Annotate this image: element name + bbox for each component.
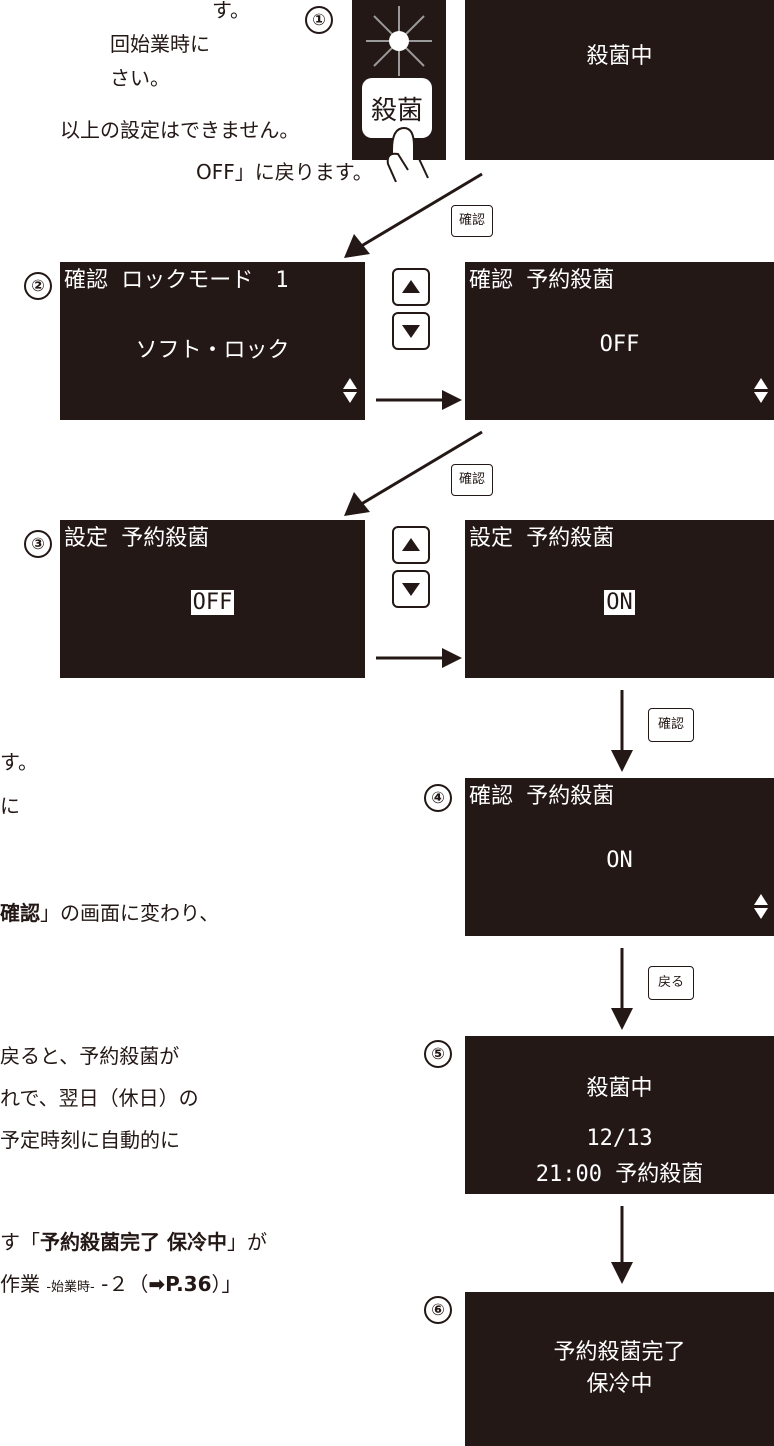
step-number-4: ④ [424,784,452,812]
up-key-1[interactable] [392,268,430,306]
sterilize-button[interactable]: 殺菌 [362,78,432,138]
lcd-screen-2-left: 確認 ロックモード 1 ソフト・ロック [60,262,365,420]
scroll-down-icon [343,392,357,403]
lcd-2l-title: 確認 ロックモード 1 [64,268,289,293]
lcd-screen-2-right: 確認 予約殺菌 OFF [465,262,774,420]
text-line-1: す。 [212,0,250,22]
text-line-6: す。 [0,750,38,774]
scroll-up-icon [754,378,768,389]
scroll-down-icon [754,908,768,919]
flow-arrow-diagonal-2 [344,430,483,516]
lcd-screen-1: 殺菌中 [465,0,774,160]
up-key-2[interactable] [392,526,430,564]
triangle-up-icon [402,538,420,551]
step-number-2: ② [24,272,52,300]
flow-arrow-down-3 [611,1206,633,1284]
confirm-key-3[interactable]: 確認 [648,708,694,742]
step-number-5: ⑤ [424,1040,452,1068]
scroll-down-icon [754,392,768,403]
lcd-6-line2: 保冷中 [586,1372,653,1397]
flow-arrow-down-1 [611,690,633,772]
lcd-5-line1: 殺菌中 [586,1076,653,1101]
flow-arrow-right-1 [376,390,462,410]
lcd-3l-value: OFF [190,590,235,615]
step-number-6: ⑥ [424,1296,452,1324]
pressing-finger-icon [391,126,415,160]
text-line-5: OFF」に戻ります。 [196,160,373,184]
lcd-5-line3: 21:00 予約殺菌 [535,1162,704,1187]
lcd-4-value: ON [606,848,633,873]
text-line-9: 戻ると、予約殺菌が [0,1044,180,1068]
triangle-down-icon [402,583,420,596]
sterilize-button-label: 殺菌 [370,96,423,126]
step-number-3: ③ [24,530,52,558]
triangle-up-icon [402,280,420,293]
down-key-2[interactable] [392,570,430,608]
lcd-3r-title: 設定 予約殺菌 [469,526,615,551]
flow-arrow-diagonal-1 [344,172,483,258]
lcd-6-line1: 予約殺菌完了 [553,1340,686,1365]
sterilize-button-panel: 殺菌 [352,0,446,160]
back-key[interactable]: 戻る [648,966,694,1000]
down-key-1[interactable] [392,312,430,350]
confirm-key-1[interactable]: 確認 [451,205,493,237]
flow-arrow-right-2 [376,648,462,668]
lcd-3r-value: ON [604,590,635,615]
text-line-3: さい。 [110,66,170,90]
scroll-up-icon [754,894,768,905]
text-line-10: れで、翌日（休日）の [0,1086,199,1110]
step-number-1: ① [305,6,333,34]
lcd-5-line2: 12/13 [586,1126,653,1151]
lcd-screen-3-left: 設定 予約殺菌 OFF [60,520,365,678]
text-line-7: に [0,794,20,818]
lcd-3l-title: 設定 予約殺菌 [64,526,210,551]
lcd-1-text: 殺菌中 [586,44,653,69]
triangle-down-icon [402,325,420,338]
finger-outline-icon [386,148,429,182]
lcd-2r-value: OFF [599,332,640,357]
text-line-8: 確認」の画面に変わり、 [0,901,220,925]
text-line-2: 回始業時に [110,32,210,56]
lcd-2l-value: ソフト・ロック [135,338,290,363]
text-line-11: 予定時刻に自動的に [0,1128,180,1152]
lcd-screen-5: 殺菌中 12/13 21:00 予約殺菌 [465,1036,774,1194]
text-line-13: 作業 -始業時- -２（➡P.36）」 [0,1272,242,1296]
lcd-screen-3-right: 設定 予約殺菌 ON [465,520,774,678]
text-line-12: す「予約殺菌完了 保冷中」が [0,1230,267,1254]
confirm-key-2[interactable]: 確認 [451,464,493,496]
flow-arrow-down-2 [611,948,633,1030]
lcd-4-title: 確認 予約殺菌 [469,784,615,809]
lcd-screen-4: 確認 予約殺菌 ON [465,778,774,936]
blinking-lamp-icon [366,6,432,76]
text-line-4: 以上の設定はできません。 [60,118,300,142]
lcd-screen-6: 予約殺菌完了 保冷中 [465,1292,774,1446]
lcd-2r-title: 確認 予約殺菌 [469,268,615,293]
scroll-up-icon [343,378,357,389]
